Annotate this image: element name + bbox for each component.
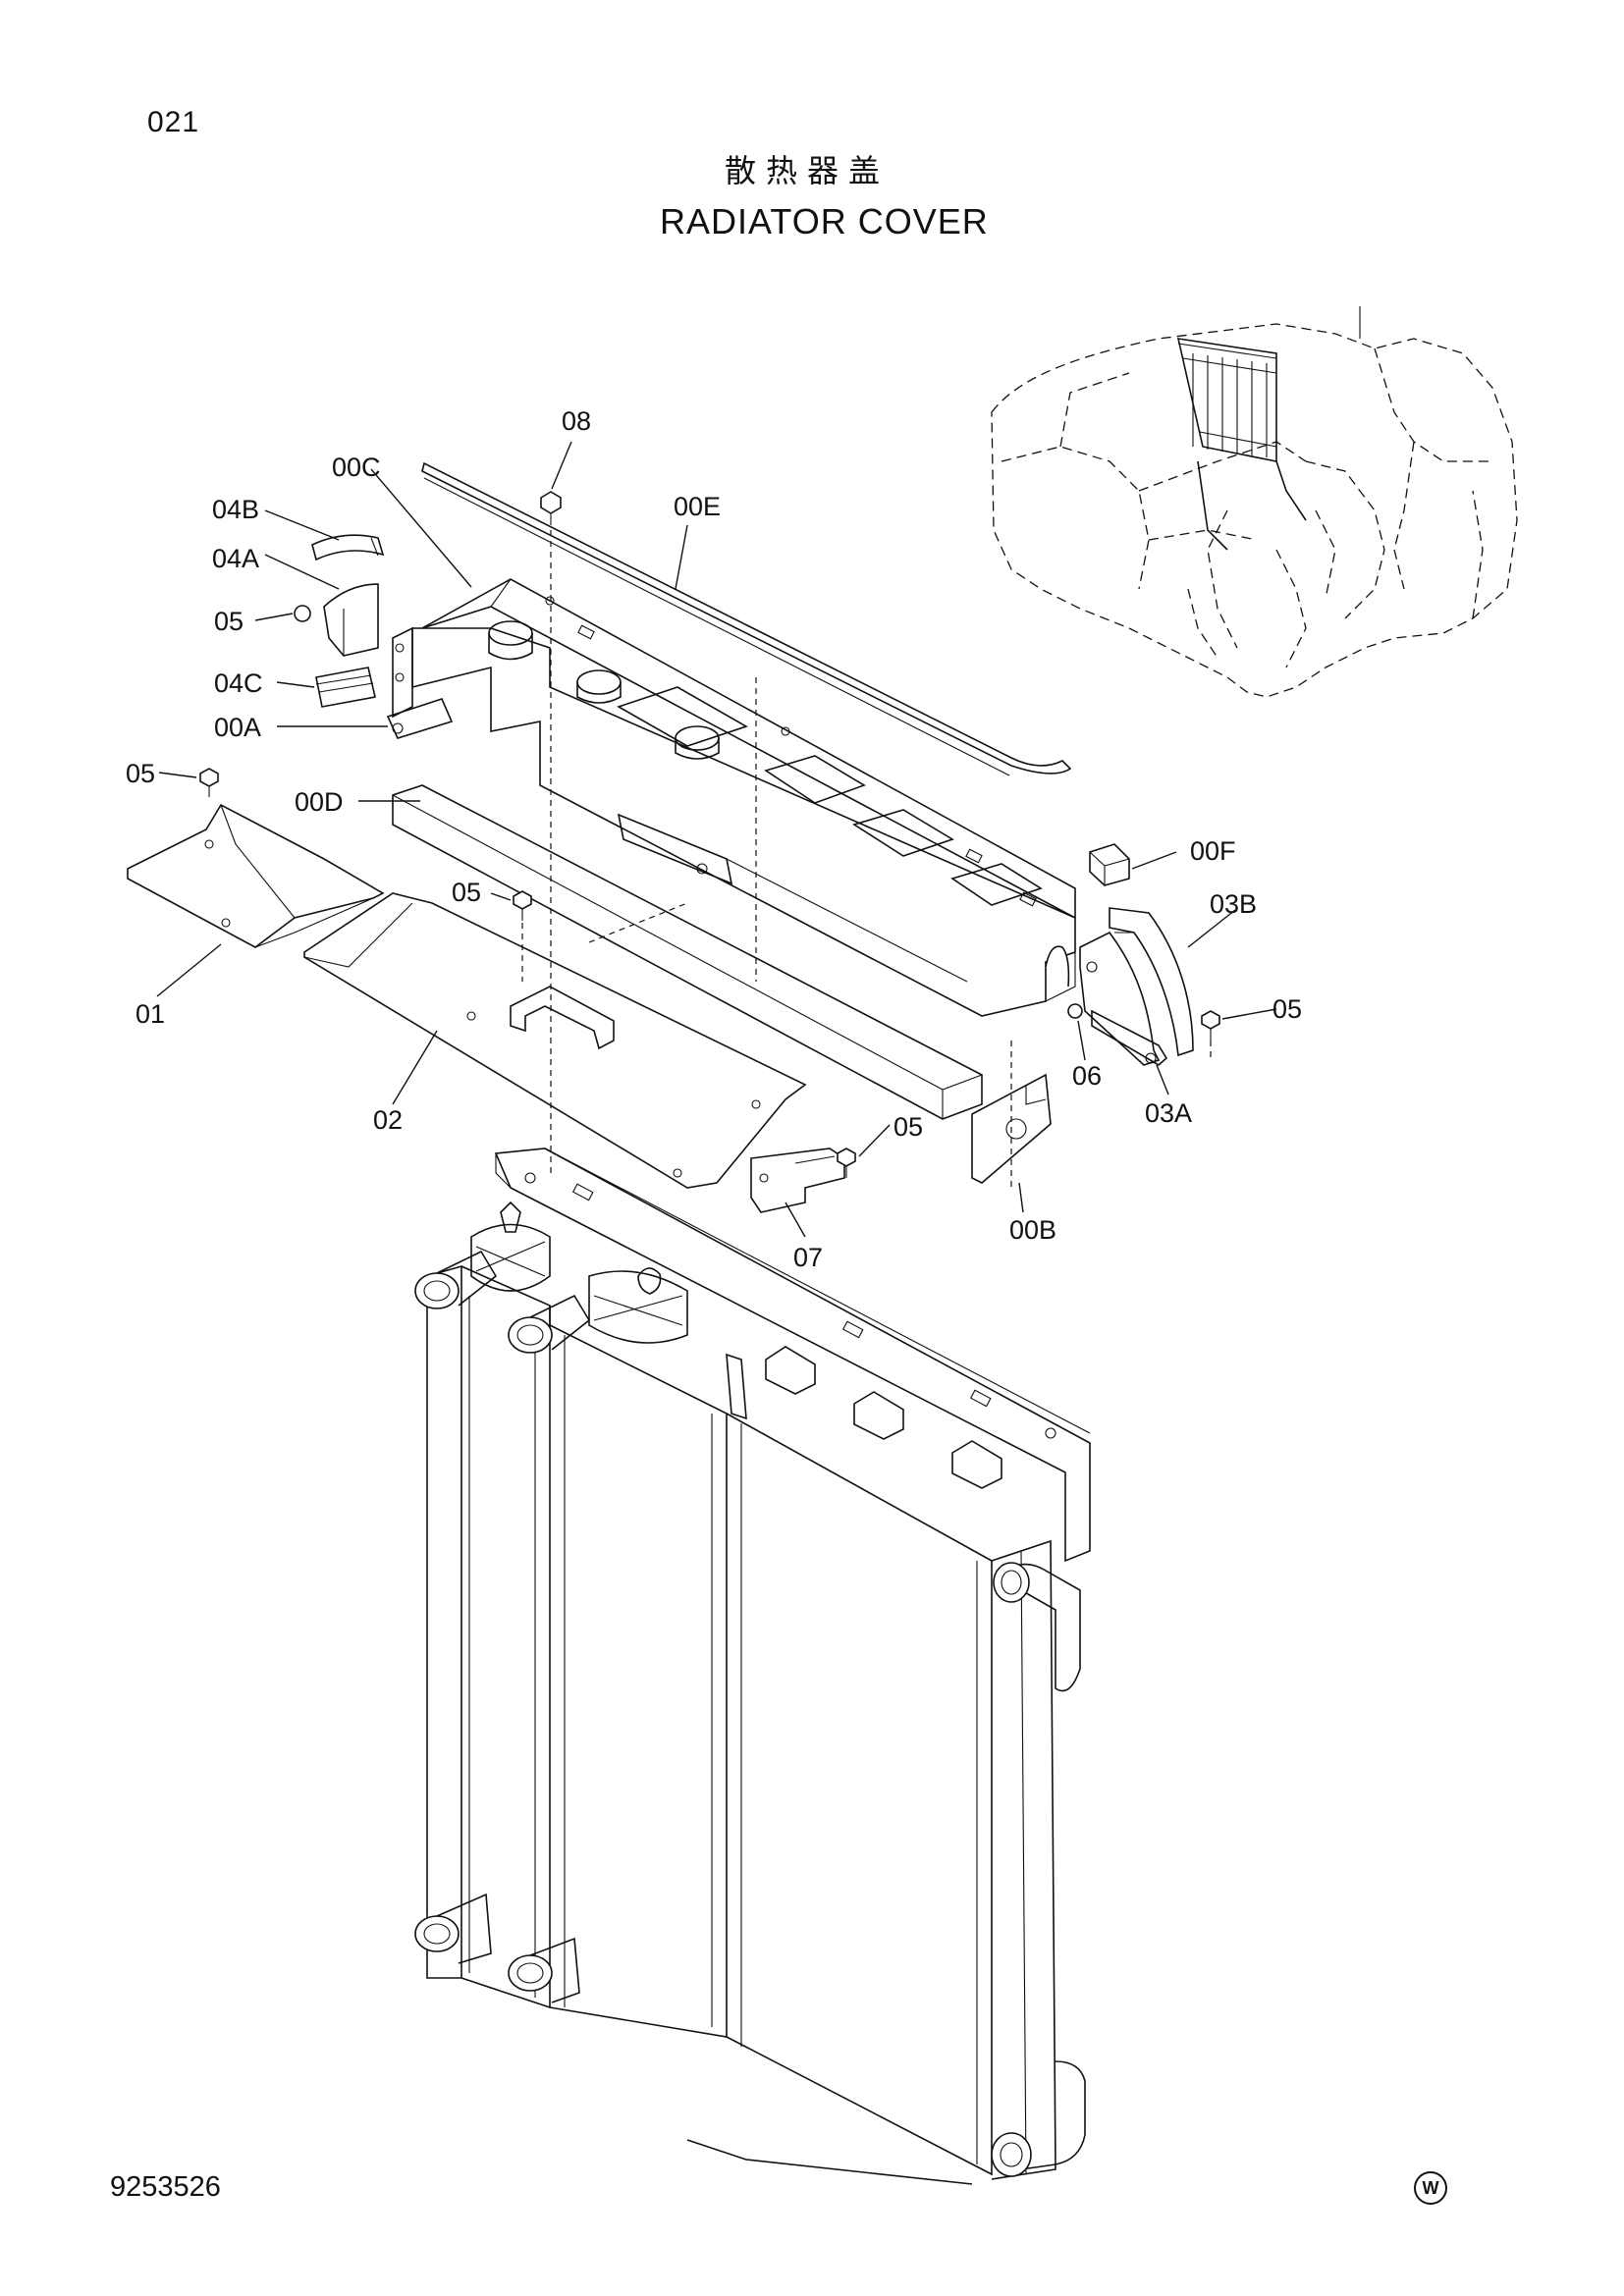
callout-01: 01: [135, 999, 165, 1029]
callout-00c: 00C: [332, 453, 381, 482]
callout-00a: 00A: [214, 713, 261, 742]
assembly-lines: [521, 530, 1212, 1188]
callout-00d: 00D: [295, 787, 344, 817]
callout-00e: 00E: [674, 492, 721, 521]
part-00e-seal-strip: [421, 461, 1072, 776]
part-04-group: [294, 534, 385, 708]
part-03-group: [1079, 907, 1194, 1066]
part-07-bracket: [750, 1148, 845, 1213]
callout-04b: 04B: [212, 495, 259, 524]
part-00d-lower-bar: [392, 784, 983, 1120]
callout-05c: 05: [452, 878, 481, 907]
drawing-number: 9253526: [110, 2171, 221, 2203]
callout-05b: 05: [126, 759, 155, 788]
leader-lines: [156, 441, 1277, 1238]
part-00b-block: [971, 1073, 1052, 1184]
part-00f-block: [1089, 843, 1130, 886]
title-english: RADIATOR COVER: [660, 201, 989, 241]
callout-07: 07: [793, 1243, 823, 1272]
callout-04a: 04A: [212, 544, 259, 573]
bolts: [199, 491, 1220, 1178]
callout-06: 06: [1072, 1061, 1102, 1091]
callout-04c: 04C: [214, 668, 263, 698]
callout-05d: 05: [1272, 994, 1302, 1024]
callout-03a: 03A: [1145, 1098, 1192, 1128]
callout-05e: 05: [893, 1112, 923, 1142]
part-00c-upper-cover: [386, 578, 1076, 1017]
callout-05a: 05: [214, 607, 244, 636]
part-02-bottom-plate: [303, 892, 807, 1189]
callout-labels: 08 00C 04B 00E 04A 05 04C 00A 05 00D 00F…: [126, 406, 1302, 1272]
title-chinese: 散热器盖: [725, 152, 891, 189]
machine-overview-inset: [991, 306, 1518, 698]
part-01-left-plate: [127, 803, 385, 948]
callout-00f: 00F: [1190, 836, 1236, 866]
callout-03b: 03B: [1210, 889, 1257, 919]
radiator-assembly: [414, 1148, 1091, 2185]
callout-02: 02: [373, 1105, 403, 1135]
page-number: 021: [147, 106, 200, 138]
w-mark: W: [1414, 2171, 1447, 2205]
callout-08: 08: [562, 406, 591, 436]
callout-00b: 00B: [1009, 1215, 1056, 1245]
